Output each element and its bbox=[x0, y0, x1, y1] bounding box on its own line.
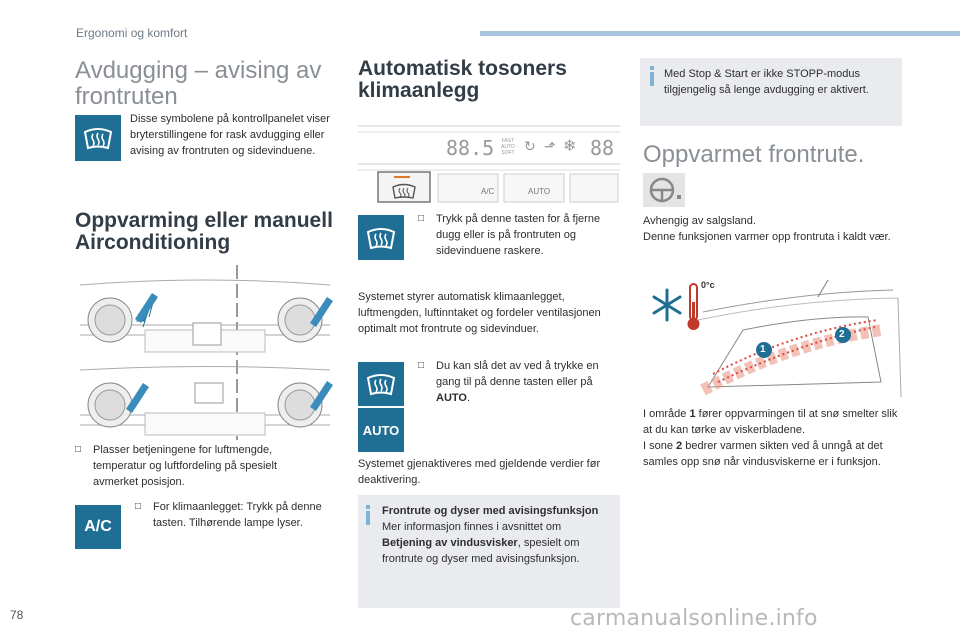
note-text: Mer informasjon finnes i avsnittet om bbox=[382, 521, 562, 533]
temperature-label: 0°c bbox=[701, 280, 715, 290]
auto-icon: AUTO bbox=[358, 408, 404, 452]
info-icon bbox=[650, 66, 656, 86]
watermark: carmanualsonline.info bbox=[570, 606, 818, 631]
bullet-marker: □ bbox=[418, 213, 425, 224]
zone-text: fører oppvarmingen til at snø smelter sl… bbox=[643, 408, 898, 436]
intro-text: Disse symbolene på kontrollpanelet viser… bbox=[130, 113, 330, 157]
bullet-marker: □ bbox=[75, 444, 82, 455]
info-icon bbox=[366, 505, 372, 525]
bullet-text: Plasser betjeningene for luftmengde, tem… bbox=[93, 444, 278, 488]
thermometer-icon bbox=[687, 283, 700, 330]
windshield-illustration: 0°c 1 2 bbox=[643, 272, 905, 402]
page-title: Avdugging – avising av frontruten bbox=[75, 57, 322, 110]
control-panel-illustration bbox=[75, 265, 337, 440]
bullet-text: Du kan slå det av ved å trykke en gang t… bbox=[436, 360, 599, 388]
intro-line-1: Avhengig av salgsland. bbox=[643, 215, 756, 227]
heated-windscreen-intro: Avhengig av salgsland. Denne funksjonen … bbox=[643, 213, 905, 245]
info-note-frontrute: Frontrute og dyser med avisingsfunksjon … bbox=[358, 495, 620, 608]
fan-mode-labels: FAST AUTO SOFT bbox=[501, 138, 515, 156]
auto-system-text: Systemet styrer automatisk klimaanlegget… bbox=[358, 291, 601, 335]
note-text-end: , spesielt om frontrute og dyser med avi… bbox=[382, 537, 580, 565]
temp-display-right: 88 bbox=[590, 136, 615, 160]
section-header: Ergonomi og komfort bbox=[76, 26, 188, 40]
bullet-deactivate: □ Du kan slå det av ved å trykke en gang… bbox=[418, 358, 623, 406]
zone-number: 1 bbox=[689, 408, 696, 420]
windshield-defrost-icon bbox=[366, 374, 396, 396]
zone-text: I område bbox=[643, 408, 690, 420]
bullet-auto-defrost: □ Trykk på denne tasten for å fjerne dug… bbox=[418, 211, 618, 259]
heated-windscreen-title: Oppvarmet frontrute. bbox=[643, 141, 865, 168]
zones-description: I område 1 fører oppvarmingen til at snø… bbox=[643, 406, 905, 470]
info-note-stopstart: Med Stop & Start er ikke STOPP-modus til… bbox=[640, 58, 902, 126]
defrost-icon-box-3 bbox=[358, 362, 404, 406]
zone-number: 2 bbox=[676, 440, 683, 452]
intro-line-2: Denne funksjonen varmer opp frontruta i … bbox=[643, 231, 891, 243]
windshield-defrost-icon bbox=[366, 227, 396, 249]
ac-button[interactable]: A/C bbox=[481, 187, 495, 196]
auto-control-panel: 88.5 FAST AUTO SOFT ↻ ⬏ ❄ 88 A/C AUTO bbox=[358, 118, 620, 210]
bullet-marker: □ bbox=[418, 360, 425, 371]
bullet-end: . bbox=[466, 392, 471, 404]
defrost-icon-box-2 bbox=[358, 215, 404, 260]
zone-1-label: 1 bbox=[760, 344, 766, 355]
steering-wheel-icon-box bbox=[643, 173, 685, 207]
fan-soft-label: SOFT bbox=[501, 150, 515, 156]
temp-display-left: 88.5 bbox=[446, 136, 495, 160]
section-title-auto: Automatisk tosoners klimaanlegg bbox=[358, 57, 567, 102]
note-link-ref: Betjening av vindusvisker bbox=[382, 537, 518, 549]
seat-icon: ⬏ bbox=[544, 138, 556, 154]
auto-button[interactable]: AUTO bbox=[528, 187, 551, 196]
zone-2-marker bbox=[835, 327, 851, 343]
zone-1-marker bbox=[756, 342, 772, 358]
bullet-marker: □ bbox=[135, 501, 142, 512]
reactivation-text: Systemet gjenaktiveres med gjeldende ver… bbox=[358, 458, 601, 486]
windshield-defrost-icon[interactable] bbox=[391, 182, 417, 200]
bullet-manual-settings: □ Plasser betjeningene for luftmengde, t… bbox=[75, 442, 325, 490]
note-title: Frontrute og dyser med avisingsfunksjon bbox=[382, 505, 599, 517]
header-bar bbox=[480, 31, 960, 36]
bullet-text: Trykk på denne tasten for å fjerne dugg … bbox=[436, 213, 601, 257]
fan-icon: ❄ bbox=[563, 138, 577, 155]
zone-text: bedrer varmen sikten ved å unngå at det … bbox=[643, 440, 883, 468]
recirc-icon: ↻ bbox=[524, 138, 536, 154]
defrost-icon-box bbox=[75, 115, 121, 161]
snowflake-icon bbox=[652, 288, 682, 322]
section-title-manual: Oppvarming eller manuell Airconditioning bbox=[75, 209, 333, 254]
ac-icon: A/C bbox=[75, 505, 121, 549]
note-content: Frontrute og dyser med avisingsfunksjon … bbox=[382, 503, 612, 567]
fan-auto-label: AUTO bbox=[501, 144, 515, 150]
stopstart-note-text: Med Stop & Start er ikke STOPP-modus til… bbox=[664, 68, 869, 96]
bullet-bold: AUTO bbox=[436, 392, 467, 404]
bullet-text: For klimaanlegget: Trykk på denne tasten… bbox=[153, 501, 322, 529]
steering-wheel-icon bbox=[649, 177, 681, 203]
bullet-ac: □ For klimaanlegget: Trykk på denne tast… bbox=[135, 499, 330, 531]
fan-fast-label: FAST bbox=[501, 138, 515, 144]
zone-2-label: 2 bbox=[839, 329, 845, 340]
page-number: 78 bbox=[10, 608, 24, 622]
windshield-defrost-icon bbox=[83, 128, 113, 150]
zone-text: I sone bbox=[643, 440, 677, 452]
